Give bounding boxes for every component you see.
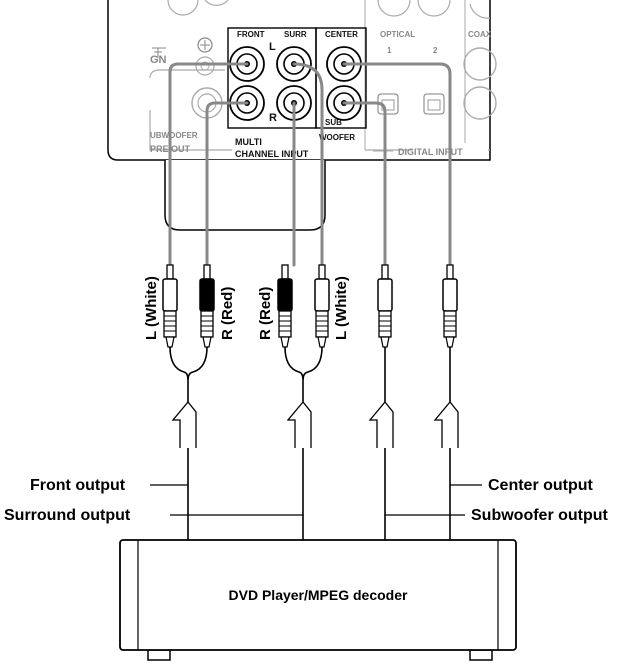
front-output-label: Front output	[30, 477, 126, 494]
cable-subwoofer	[342, 101, 387, 267]
plug-label-surr-l: L (White)	[333, 276, 350, 340]
gnd-terminal: GN	[150, 37, 215, 76]
l-label: L	[269, 41, 276, 53]
plug-label-surr-r: R (Red)	[257, 287, 274, 340]
plug-labels: L (White) R (Red) R (Red) L (White)	[143, 276, 350, 340]
plug-surr-l	[314, 264, 330, 348]
sub-woofer-label-line1: SUB	[325, 118, 342, 127]
front-label: FRONT	[237, 30, 265, 39]
plug-front-r	[199, 264, 215, 348]
dvd-player-device: DVD Player/MPEG decoder	[119, 539, 517, 661]
arrow-up-icon	[171, 400, 197, 448]
signal-arrows	[171, 400, 459, 448]
plug-surr-r	[277, 264, 293, 348]
receiver-rear-panel: GN UBWOOFER PRE OUT FRONT SURR CENTER L …	[107, 0, 497, 231]
arrow-up-icon	[368, 400, 394, 448]
arrow-up-icon	[433, 400, 459, 448]
plug-center	[442, 264, 458, 348]
cables	[168, 62, 452, 267]
channel-input-label: CHANNEL INPUT	[235, 149, 309, 159]
optical-2-label: 2	[433, 46, 438, 55]
cable-front-join	[169, 346, 208, 381]
subwoofer-output-label: Subwoofer output	[471, 507, 609, 524]
surr-label: SURR	[284, 30, 307, 39]
device-label: DVD Player/MPEG decoder	[229, 587, 409, 603]
cable-surr-join	[284, 346, 323, 381]
surround-output-label: Surround output	[4, 507, 131, 524]
cable-front-r	[205, 101, 249, 267]
plug-label-front-l: L (White)	[143, 276, 160, 340]
cable-front-l	[168, 62, 249, 267]
plug-label-front-r: R (Red)	[219, 287, 236, 340]
r-label: R	[269, 112, 277, 124]
cable-surr-l	[292, 62, 324, 267]
digital-input-label: DIGITAL INPUT	[398, 147, 463, 157]
gnd-label: GN	[150, 54, 167, 66]
subwoofer-preout-label-line1: UBWOOFER	[150, 131, 198, 140]
rca-plugs	[162, 264, 458, 348]
optical-1-label: 1	[387, 46, 392, 55]
sub-woofer-label-line2: WOOFER	[319, 133, 355, 142]
cable-center	[342, 62, 452, 267]
output-labels: Front output Surround output Center outp…	[4, 477, 609, 524]
center-output-label: Center output	[488, 477, 594, 494]
center-label: CENTER	[325, 30, 358, 39]
multi-channel-input-group: FRONT SURR CENTER L R SUB WOOFER MULTI C…	[227, 27, 367, 159]
plug-subwoofer	[377, 264, 393, 348]
optical-label: OPTICAL	[380, 30, 415, 39]
arrow-up-icon	[286, 400, 312, 448]
multi-label: MULTI	[235, 137, 262, 147]
coax-label: COAX	[468, 30, 492, 39]
top-partial-jacks	[167, 0, 491, 19]
plug-front-l	[162, 264, 178, 348]
